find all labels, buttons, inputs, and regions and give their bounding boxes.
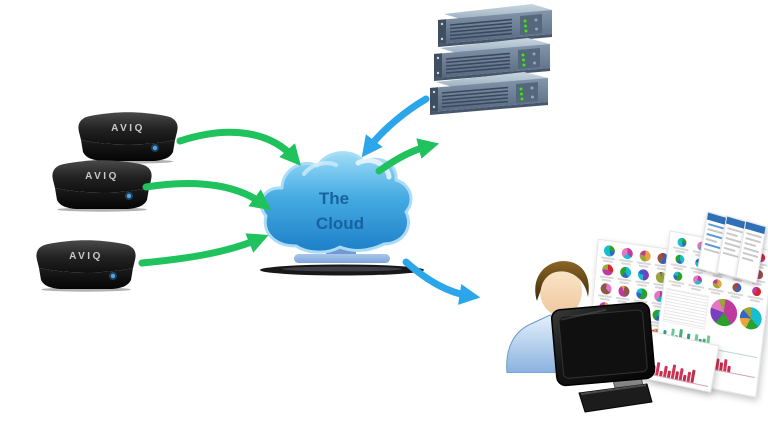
vent-slats — [449, 18, 513, 40]
monitor-icon — [550, 301, 656, 413]
cloud-label-line2: Cloud — [316, 214, 364, 233]
pie-cell — [726, 281, 746, 300]
settop-box-2: AVIQ — [50, 158, 154, 212]
server-led — [519, 91, 524, 97]
cloud-base-highlight — [282, 266, 402, 272]
pie-cell — [667, 270, 687, 288]
settop-box-icon: AVIQ — [52, 160, 152, 212]
text-placeholder — [637, 283, 647, 287]
power-led — [152, 145, 158, 151]
large-pie-chart — [708, 296, 739, 329]
server-led — [522, 18, 528, 24]
server-unit-2 — [434, 38, 550, 81]
cloud-label-line1: The — [319, 189, 349, 208]
cloud-icon: The Cloud — [259, 151, 424, 276]
bar — [690, 369, 696, 383]
settop-box-3: AVIQ — [34, 238, 138, 292]
head — [540, 266, 582, 316]
arrow-stb2-to-cloud — [142, 179, 272, 211]
mini-pie-chart — [617, 285, 630, 298]
device-front-face — [81, 140, 175, 161]
large-pie-chart — [738, 304, 763, 331]
text-placeholder — [619, 281, 630, 285]
text-placeholder — [621, 262, 631, 266]
device-top-face — [78, 112, 178, 145]
server-led — [523, 23, 528, 29]
pie-cell — [746, 285, 766, 303]
monitor-screen-group — [550, 301, 656, 387]
device-top-face — [52, 160, 152, 193]
hair — [535, 261, 589, 301]
server-led — [518, 86, 524, 92]
mini-pie-chart — [676, 237, 687, 248]
pie-cell — [669, 253, 689, 271]
server-led — [521, 57, 526, 63]
mini-pie-chart — [751, 286, 762, 297]
server-unit-1 — [438, 4, 552, 47]
server-led — [521, 62, 527, 68]
text-placeholder — [638, 264, 649, 269]
monitor-inner-panel — [558, 309, 648, 379]
aviq-logo-text: AVIQ — [69, 251, 103, 262]
pie-cell — [634, 268, 651, 287]
power-led — [126, 193, 132, 199]
device-front-face — [39, 268, 133, 289]
server-rack-icon — [430, 4, 552, 115]
device-front-face — [55, 188, 149, 209]
mini-pie-chart — [731, 282, 742, 293]
cloud-stand-bar — [294, 254, 390, 263]
mini-pie-chart — [638, 249, 651, 263]
settop-box-1: AVIQ — [76, 110, 180, 164]
monitor-base-highlight — [580, 384, 647, 395]
bar — [727, 365, 731, 373]
dense-text-block — [662, 287, 710, 330]
mini-pie-chart — [674, 253, 685, 265]
settop-box-icon: AVIQ — [78, 112, 178, 164]
desktop-monitor — [549, 298, 661, 418]
mini-pie-chart — [620, 247, 633, 260]
mini-pie-chart — [711, 278, 722, 290]
arrow-stb3-to-cloud — [138, 233, 269, 267]
mini-pie-chart — [692, 274, 703, 286]
mini-pie-chart — [619, 266, 632, 279]
device-top-face — [36, 240, 136, 273]
server-led — [520, 52, 526, 58]
cloud-gloss-left — [302, 161, 338, 176]
server-rack — [428, 2, 554, 120]
pie-cell — [636, 249, 653, 269]
settop-box-icon: AVIQ — [36, 240, 136, 292]
monitor-glare — [560, 308, 607, 321]
arrow-server-to-cloud — [361, 95, 430, 158]
monitor-base — [578, 383, 653, 413]
server-led — [519, 96, 525, 102]
mini-pie-chart — [672, 270, 683, 282]
pie-cell — [618, 247, 635, 266]
pie-cell — [687, 274, 707, 292]
pie-cell — [671, 236, 691, 254]
pie-cell — [616, 266, 633, 285]
server-led — [523, 28, 529, 34]
cloud-node: The Cloud — [256, 146, 428, 278]
aviq-logo-text: AVIQ — [111, 123, 145, 134]
power-led — [110, 273, 116, 279]
server-unit-3 — [430, 72, 548, 115]
pie-cell — [707, 278, 727, 296]
mini-pie-chart — [637, 268, 649, 282]
aviq-logo-text: AVIQ — [85, 171, 119, 182]
